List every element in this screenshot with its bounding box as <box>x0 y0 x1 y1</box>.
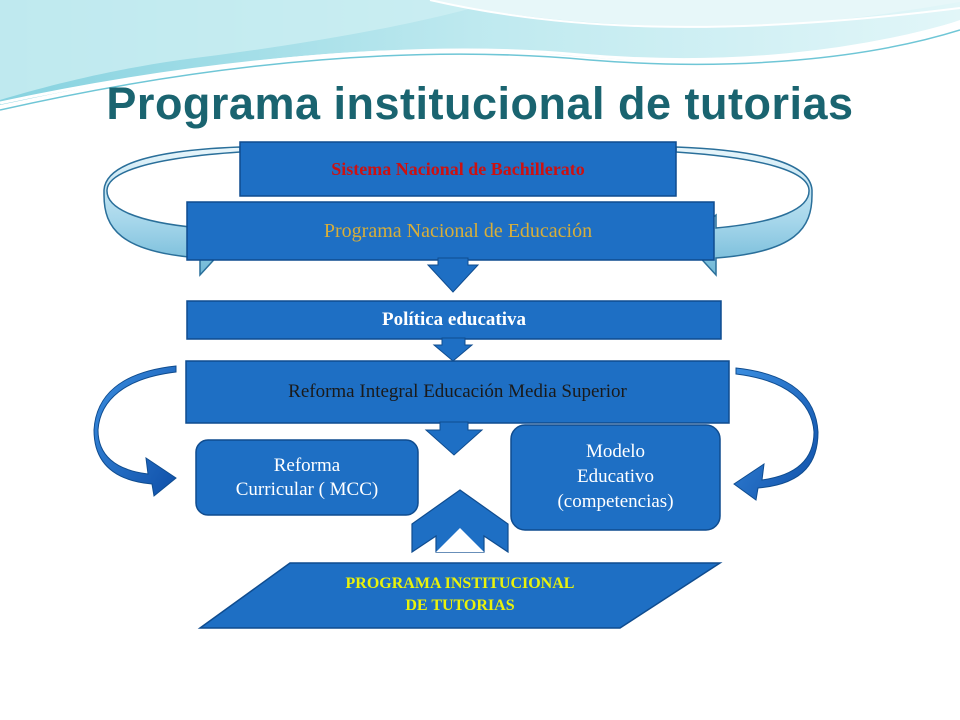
politica-label: Política educativa <box>381 309 527 330</box>
slide-title: Programa institucional de tutorias <box>106 78 854 129</box>
programa-nacional-label: Programa Nacional de Educación <box>323 219 593 242</box>
programa-institucional-box <box>197 562 723 629</box>
merge-chevron-icon <box>411 489 509 554</box>
reforma-curricular-label: Reforma Curricular ( MCC) <box>235 454 379 500</box>
down-arrow-3-icon <box>424 421 484 456</box>
programa-institucional-label: PROGRAMA INSTITUCIONAL DE TUTORIAS <box>345 575 575 614</box>
side-curved-arrow-right-icon <box>733 367 819 501</box>
header-wave <box>0 0 960 111</box>
down-arrow-2-icon <box>432 337 474 362</box>
side-curved-arrow-left-icon <box>93 365 177 497</box>
down-arrow-1-icon <box>426 257 480 293</box>
sistema-nacional-box <box>239 141 677 197</box>
modelo-educativo-box <box>510 424 721 531</box>
reforma-integral-label: Reforma Integral Educación Media Superio… <box>288 381 627 402</box>
sistema-nacional-label: Sistema Nacional de Bachillerato <box>331 158 585 179</box>
reforma-integral-box <box>185 360 730 424</box>
modelo-educativo-label: Modelo Educativo (competencias) <box>557 441 674 512</box>
reforma-curricular-box <box>195 439 419 516</box>
programa-nacional-box <box>186 201 715 261</box>
